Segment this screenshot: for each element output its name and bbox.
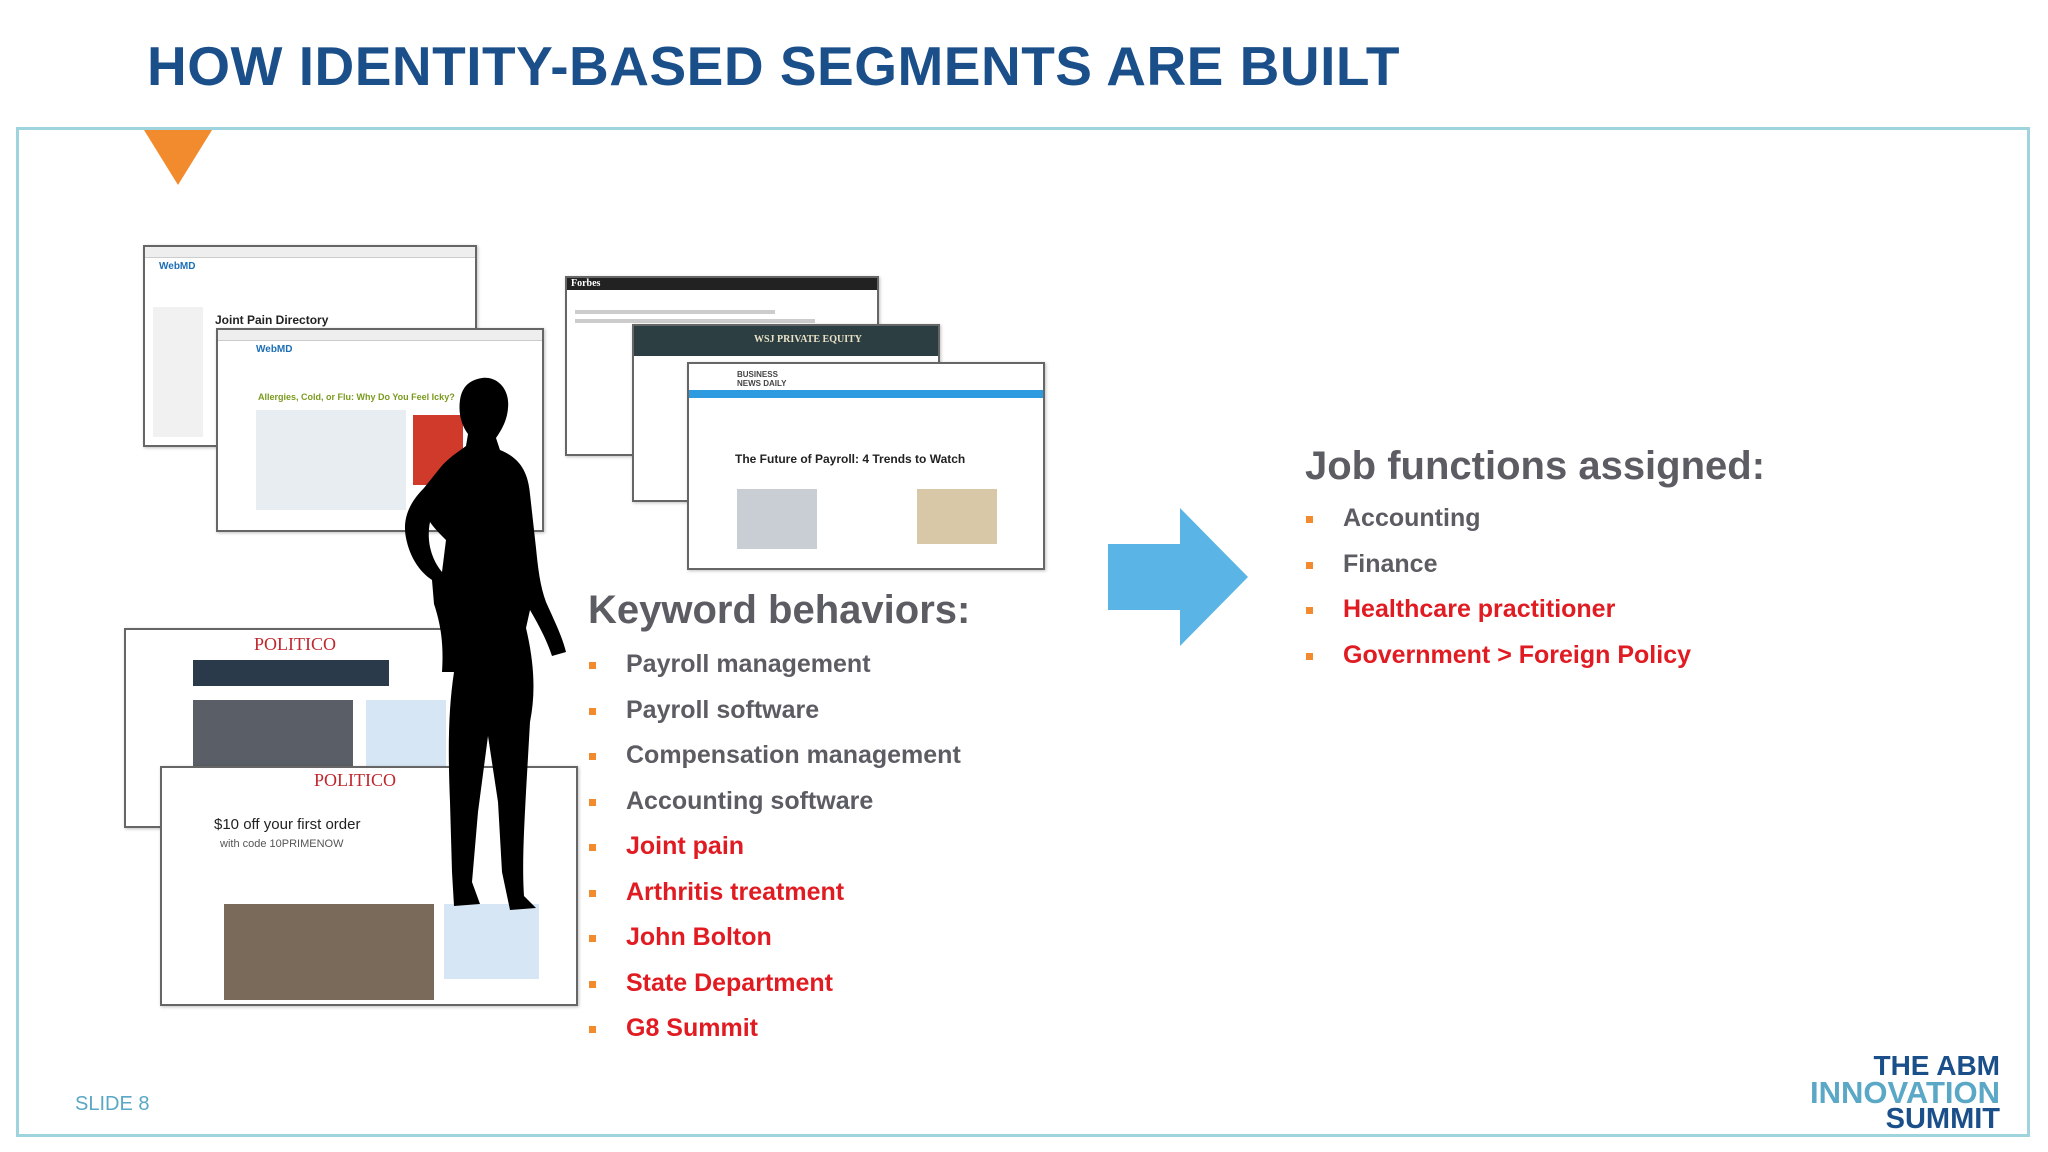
list-item-label: G8 Summit <box>626 1014 758 1042</box>
amazon-promo-code: with code 10PRIMENOW <box>220 838 344 850</box>
forbes-logo: Forbes <box>571 278 601 289</box>
list-item-label: State Department <box>626 968 833 997</box>
right-arrow-icon <box>1108 508 1248 646</box>
wsj-logo: WSJ PRIVATE EQUITY <box>754 334 862 345</box>
politico-logo: POLITICO <box>254 634 336 654</box>
list-item: Payroll management <box>589 650 961 696</box>
logo-line-2: INNOVATION <box>1809 1075 2000 1110</box>
keyword-behaviors-list: Payroll management Payroll software Comp… <box>589 650 961 1060</box>
webmd-headline: Joint Pain Directory <box>215 313 329 327</box>
business-news-daily-screenshot: BUSINESS NEWS DAILY The Future of Payrol… <box>687 362 1045 570</box>
job-functions-list: Accounting Finance Healthcare practition… <box>1306 504 1691 686</box>
list-item-label: Payroll management <box>626 650 871 678</box>
list-item: John Bolton <box>589 923 961 969</box>
bnd-headline: The Future of Payroll: 4 Trends to Watch <box>735 452 966 466</box>
list-item: Payroll software <box>589 696 961 742</box>
list-item: Healthcare practitioner <box>1306 595 1691 641</box>
abm-summit-logo: THE ABM INNOVATION SUMMIT <box>1800 1050 2000 1135</box>
list-item: Finance <box>1306 550 1691 596</box>
list-item-label: Accounting <box>1343 504 1481 532</box>
webmd-logo: WebMD <box>256 344 293 355</box>
list-item: State Department <box>589 969 961 1015</box>
woman-silhouette <box>404 377 566 910</box>
amazon-promo: $10 off your first order <box>214 816 361 833</box>
list-item-label: Payroll software <box>626 695 820 724</box>
list-item: Joint pain <box>589 832 961 878</box>
webmd-logo: WebMD <box>159 261 196 272</box>
list-item: Arthritis treatment <box>589 878 961 924</box>
list-item-label: John Bolton <box>626 923 772 951</box>
list-item-label: Compensation management <box>626 741 961 769</box>
list-item: Compensation management <box>589 741 961 787</box>
slide-number: SLIDE 8 <box>75 1093 150 1115</box>
slide-title: HOW IDENTITY-BASED SEGMENTS ARE BUILT <box>147 35 1400 97</box>
logo-line-3: SUMMIT <box>1885 1103 2000 1135</box>
keyword-behaviors-heading: Keyword behaviors: <box>588 588 971 632</box>
list-item: Accounting software <box>589 787 961 833</box>
list-item: Accounting <box>1306 504 1691 550</box>
list-item-label: Arthritis treatment <box>626 877 845 906</box>
politico-logo: POLITICO <box>314 770 396 790</box>
logo-line-1: THE ABM <box>1873 1050 2000 1081</box>
list-item-label: Accounting software <box>626 786 874 815</box>
list-item-label: Government > Foreign Policy <box>1343 640 1691 669</box>
list-item-label: Joint pain <box>626 832 745 860</box>
content-frame <box>16 127 2030 1137</box>
webmd-headline: Allergies, Cold, or Flu: Why Do You Feel… <box>258 392 455 402</box>
list-item-label: Healthcare practitioner <box>1343 595 1616 623</box>
bnd-logo: BUSINESS NEWS DAILY <box>737 370 787 388</box>
orange-triangle-icon <box>144 130 212 185</box>
list-item-label: Finance <box>1343 549 1438 578</box>
job-functions-heading: Job functions assigned: <box>1305 444 1766 488</box>
list-item: Government > Foreign Policy <box>1306 641 1691 687</box>
list-item: G8 Summit <box>589 1014 961 1060</box>
